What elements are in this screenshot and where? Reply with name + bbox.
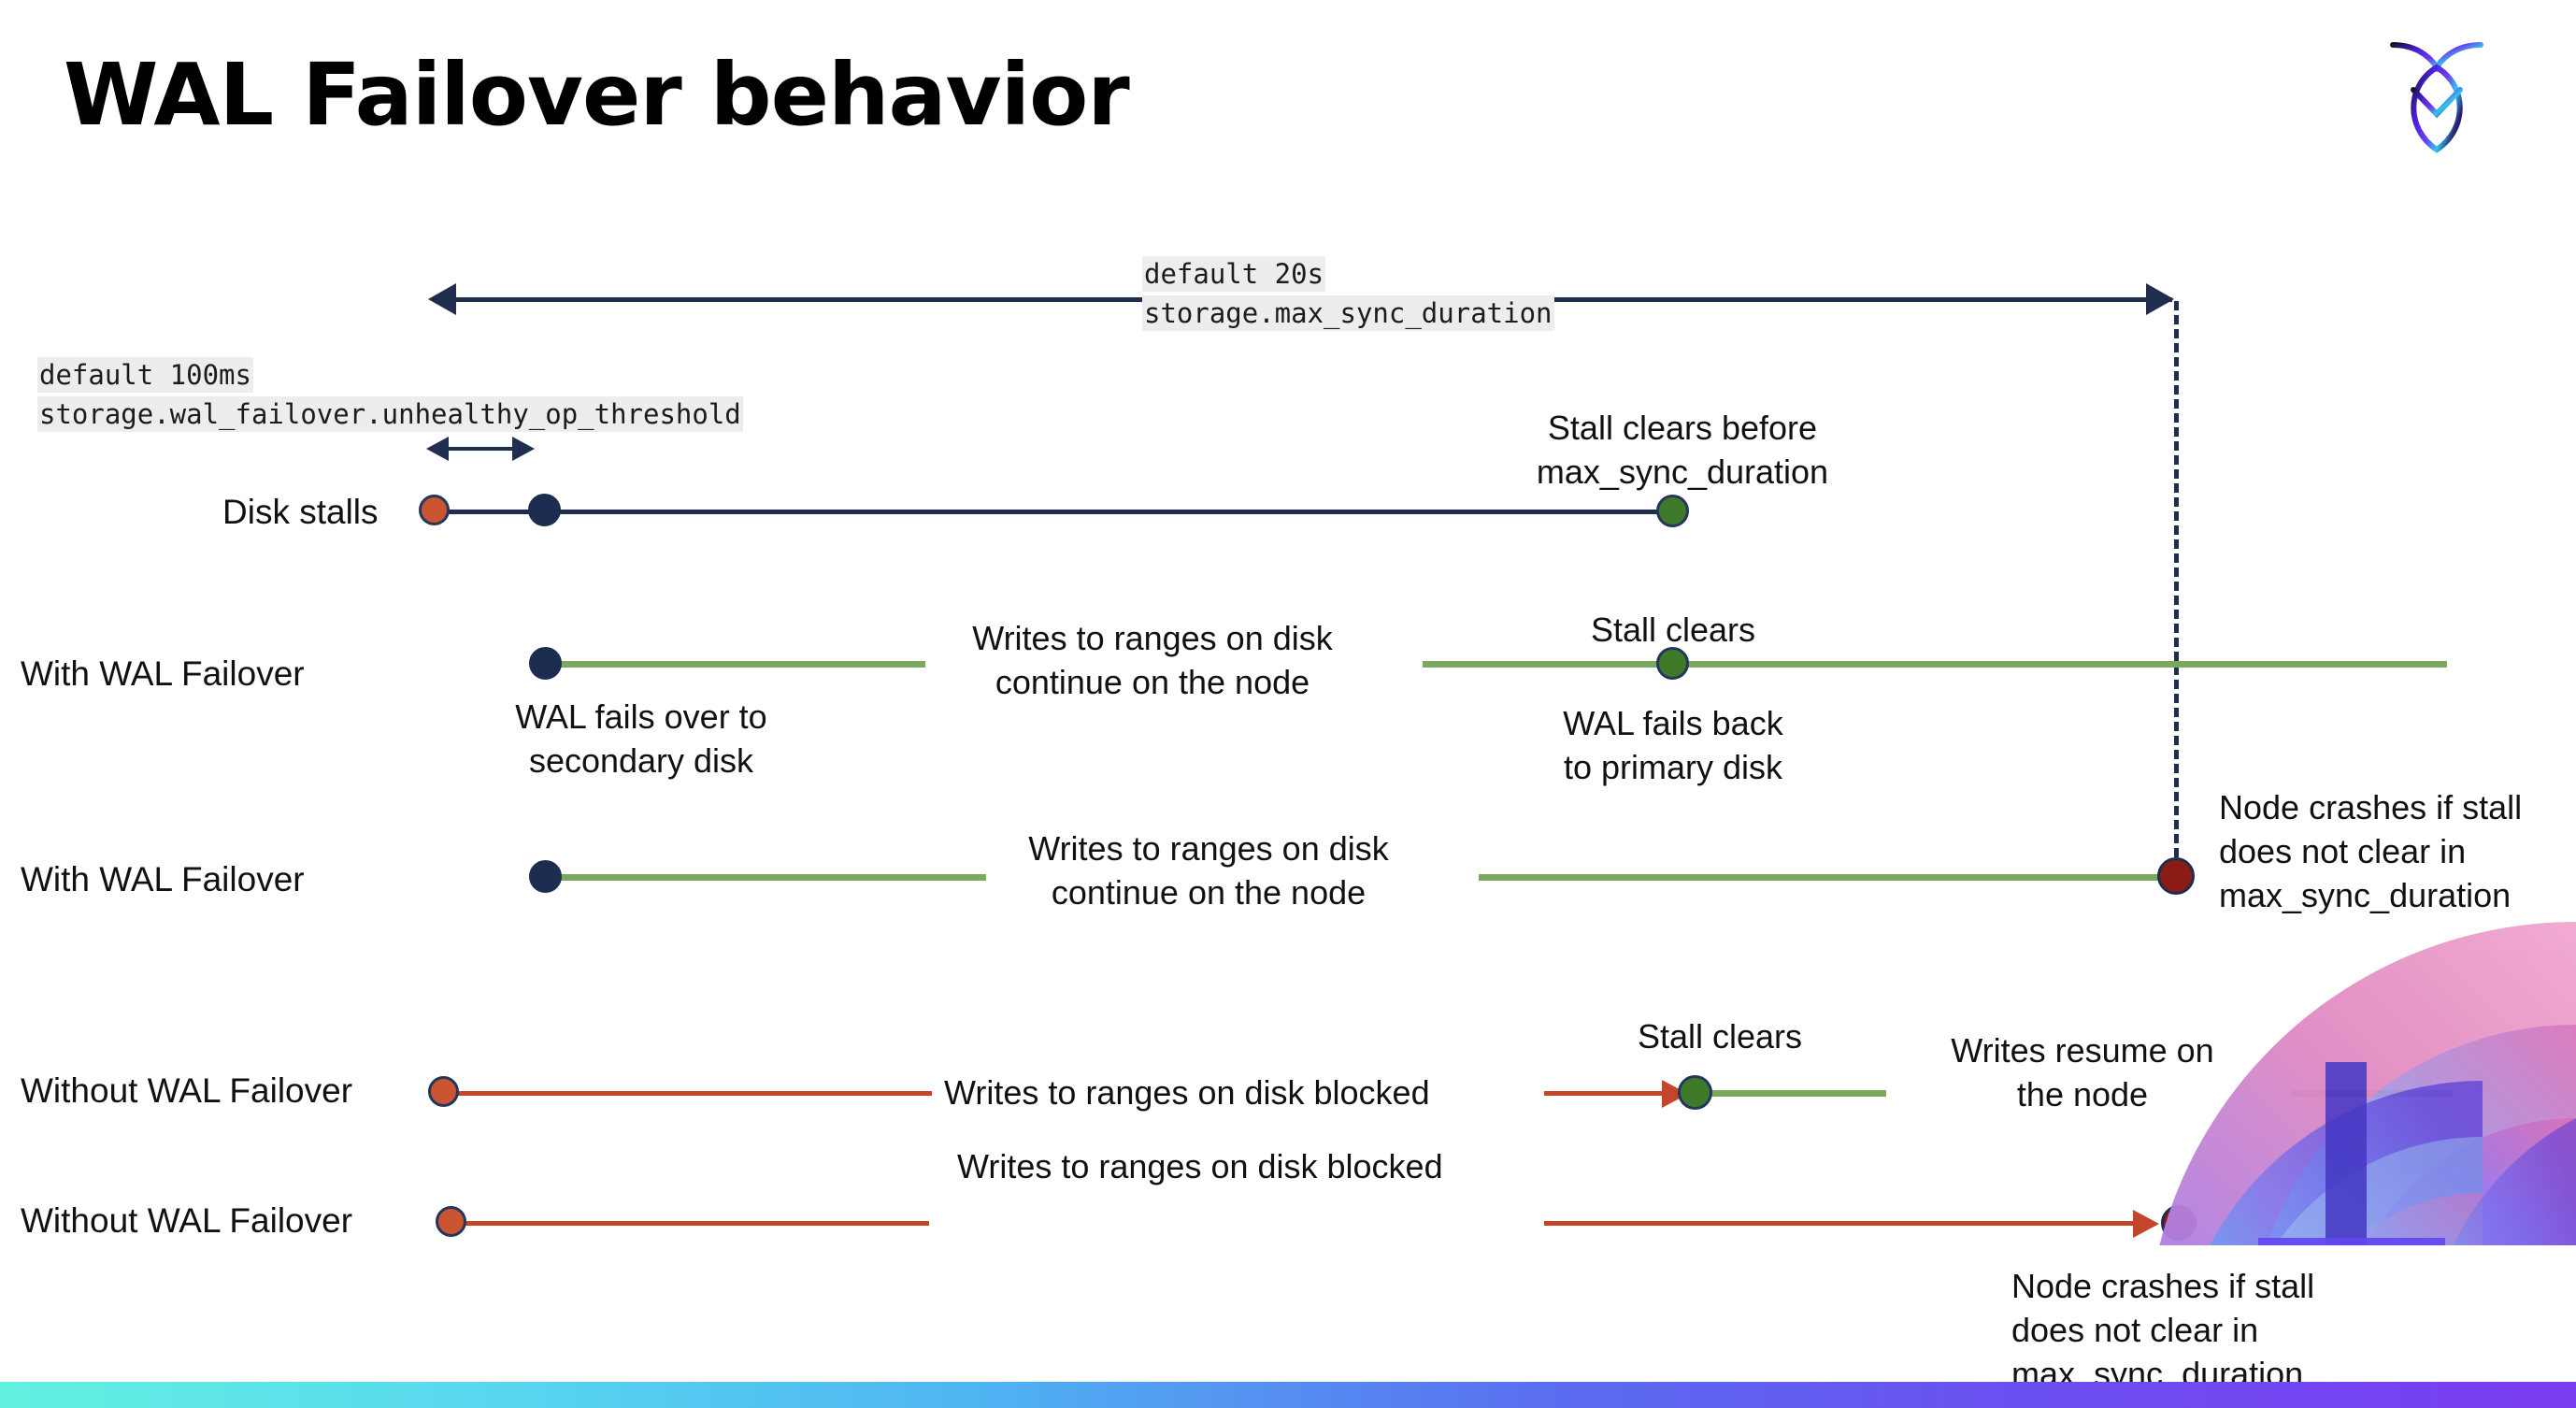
note-writes-blocked-1: Writes to ranges on disk blocked (944, 1073, 1430, 1112)
without-wal-failover-2-blocked-b (1544, 1221, 2139, 1226)
unhealthy-op-setting-name: storage.wal_failover.unhealthy_op_thresh… (37, 396, 743, 432)
disk-stall-start-dot (419, 495, 450, 525)
note-writes-continue-1: Writes to ranges on disk continue on the… (942, 616, 1363, 704)
note-line-2: the node (2016, 1075, 2149, 1113)
row-label-without-wal-failover-1: Without WAL Failover (21, 1071, 353, 1110)
note-line-1: Stall clears before (1547, 409, 1818, 447)
note-stall-clears-before-max-sync: Stall clears before max_sync_duration (1477, 406, 1888, 494)
note-line-2: to primary disk (1563, 748, 1783, 786)
without-wal-failover-1-blocked-a (449, 1091, 932, 1096)
without-wal-failover-1-resume-a (1703, 1090, 1886, 1097)
without-wal-failover-2-blocked-a (462, 1221, 929, 1226)
note-writes-resume: Writes resume on the node (1924, 1028, 2241, 1116)
disk-stall-clear-dot (1656, 495, 1689, 527)
note-writes-continue-2: Writes to ranges on disk continue on the… (998, 826, 1419, 914)
max-sync-dropline (2174, 301, 2179, 871)
note-wal-fails-back-primary: WAL fails back to primary disk (1467, 701, 1879, 789)
wal-failback-stall-clear-dot (1656, 647, 1689, 680)
max-sync-default-value: default 20s (1142, 256, 1326, 292)
max-sync-setting-name: storage.max_sync_duration (1142, 295, 1554, 331)
note-line-1: WAL fails over to (515, 697, 767, 736)
without-wal-failover-1-resume-b (2292, 1090, 2453, 1097)
with-wal-failover-2-segment-b (1479, 874, 2182, 881)
without-wal-failover-2-arrowhead (2133, 1210, 2159, 1238)
unhealthy-op-right-arrowhead (512, 437, 535, 461)
max-sync-duration-annotation: default 20s storage.max_sync_duration (1142, 254, 1554, 333)
disk-stall-start-dot-2 (428, 1076, 459, 1107)
node-crash-dot-2 (2161, 1205, 2197, 1241)
row-label-disk-stalls: Disk stalls (222, 493, 379, 531)
cockroach-labs-logo (2385, 28, 2488, 159)
wal-failover-to-secondary-dot (529, 647, 562, 680)
note-line-1: Writes resume on (1951, 1031, 2214, 1070)
note-line-2: continue on the node (1051, 873, 1367, 912)
bottom-gradient-band (0, 1382, 2576, 1408)
row-label-without-wal-failover-2: Without WAL Failover (21, 1201, 353, 1240)
note-line-2: does not clear in (2011, 1311, 2259, 1349)
wal-failover-trigger-dot (528, 494, 561, 526)
note-line-2: continue on the node (995, 663, 1310, 701)
note-node-crashes-1: Node crashes if stall does not clear in … (2219, 785, 2574, 917)
with-wal-failover-2-segment-a (547, 874, 986, 881)
row-label-with-wal-failover-1: With WAL Failover (21, 654, 305, 693)
note-line-1: Node crashes if stall (2011, 1267, 2315, 1305)
note-line-2: does not clear in (2219, 832, 2467, 870)
with-wal-failover-1-segment-a (547, 661, 925, 668)
max-sync-left-arrowhead (428, 283, 456, 315)
note-line-2: max_sync_duration (1536, 453, 1829, 491)
crash-note-backdrop (1974, 1245, 2576, 1382)
page-title: WAL Failover behavior (64, 45, 1130, 145)
unhealthy-op-threshold-annotation: default 100ms storage.wal_failover.unhea… (37, 355, 743, 434)
note-line-1: Node crashes if stall (2219, 788, 2523, 826)
note-line-1: WAL fails back (1563, 704, 1783, 742)
stall-clear-dot-2 (1678, 1075, 1712, 1110)
without-wal-failover-1-blocked-b (1544, 1091, 1667, 1096)
disk-stall-start-dot-3 (436, 1206, 466, 1237)
max-sync-right-arrowhead (2146, 283, 2174, 315)
unhealthy-op-window-axis (441, 447, 516, 451)
unhealthy-op-default-value: default 100ms (37, 357, 253, 393)
note-writes-blocked-2: Writes to ranges on disk blocked (957, 1147, 1443, 1185)
note-stall-clears-1: Stall clears (1590, 611, 1756, 649)
note-stall-clears-2: Stall clears (1637, 1017, 1803, 1056)
note-line-3: max_sync_duration (2219, 876, 2512, 914)
disk-stalls-timeline (437, 510, 1681, 514)
note-line-1: Writes to ranges on disk (1028, 829, 1389, 868)
note-line-1: Writes to ranges on disk (972, 619, 1333, 657)
row-label-with-wal-failover-2: With WAL Failover (21, 860, 305, 898)
wal-failover-to-secondary-dot-2 (529, 860, 562, 893)
with-wal-failover-1-segment-b (1423, 661, 2447, 668)
note-node-crashes-2: Node crashes if stall does not clear in … (2011, 1264, 2404, 1396)
note-line-2: secondary disk (528, 741, 754, 780)
unhealthy-op-left-arrowhead (426, 437, 449, 461)
note-wal-fails-over-secondary: WAL fails over to secondary disk (436, 695, 847, 783)
node-crash-dot-1 (2157, 857, 2195, 895)
